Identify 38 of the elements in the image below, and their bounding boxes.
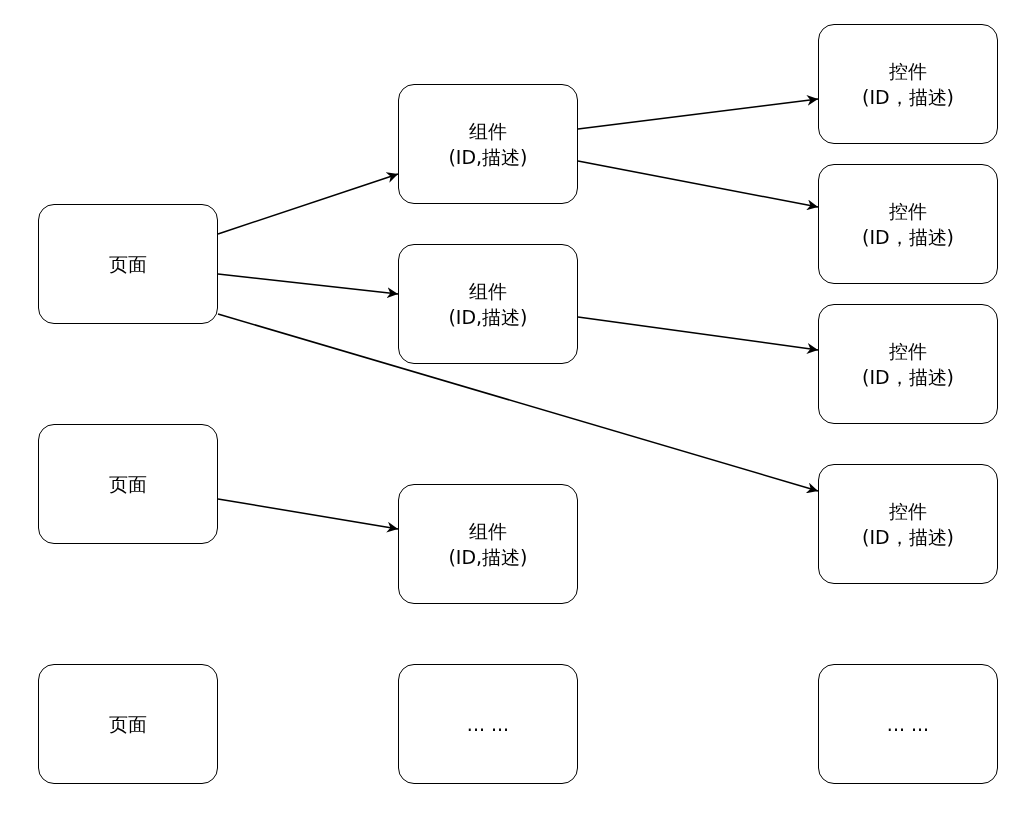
process-box [818, 464, 998, 584]
box-label: (ID，描述) [861, 365, 955, 390]
process-box [818, 304, 998, 424]
arrow [217, 498, 399, 533]
box-label: 组件 [469, 279, 507, 304]
box-label: 页面 [109, 252, 147, 277]
process-box [398, 484, 578, 604]
arrow [217, 313, 819, 494]
process-box [38, 204, 218, 324]
box-label: 控件 [889, 59, 927, 84]
arrow [577, 160, 819, 211]
arrow [577, 316, 819, 354]
process-box [818, 664, 998, 784]
box-label: 控件 [889, 499, 927, 524]
box-label: 控件 [889, 199, 927, 224]
box-label: 页面 [109, 712, 147, 737]
process-box [38, 664, 218, 784]
arrow [217, 172, 399, 235]
box-label: (ID,描述) [448, 305, 528, 330]
process-box [398, 244, 578, 364]
box-label: ... ... [466, 712, 510, 737]
box-label: (ID,描述) [448, 545, 528, 570]
process-box [38, 424, 218, 544]
box-label: (ID，描述) [861, 85, 955, 110]
box-label: (ID,描述) [448, 145, 528, 170]
arrow [217, 273, 399, 299]
process-box [398, 84, 578, 204]
box-label: (ID，描述) [861, 525, 955, 550]
box-label: 组件 [469, 519, 507, 544]
process-box [398, 664, 578, 784]
process-box [818, 164, 998, 284]
arrow [577, 94, 819, 130]
box-label: 组件 [469, 119, 507, 144]
box-label: 页面 [109, 472, 147, 497]
box-label: (ID，描述) [861, 225, 955, 250]
box-label: 控件 [889, 339, 927, 364]
process-box [818, 24, 998, 144]
box-label: ... ... [886, 712, 930, 737]
